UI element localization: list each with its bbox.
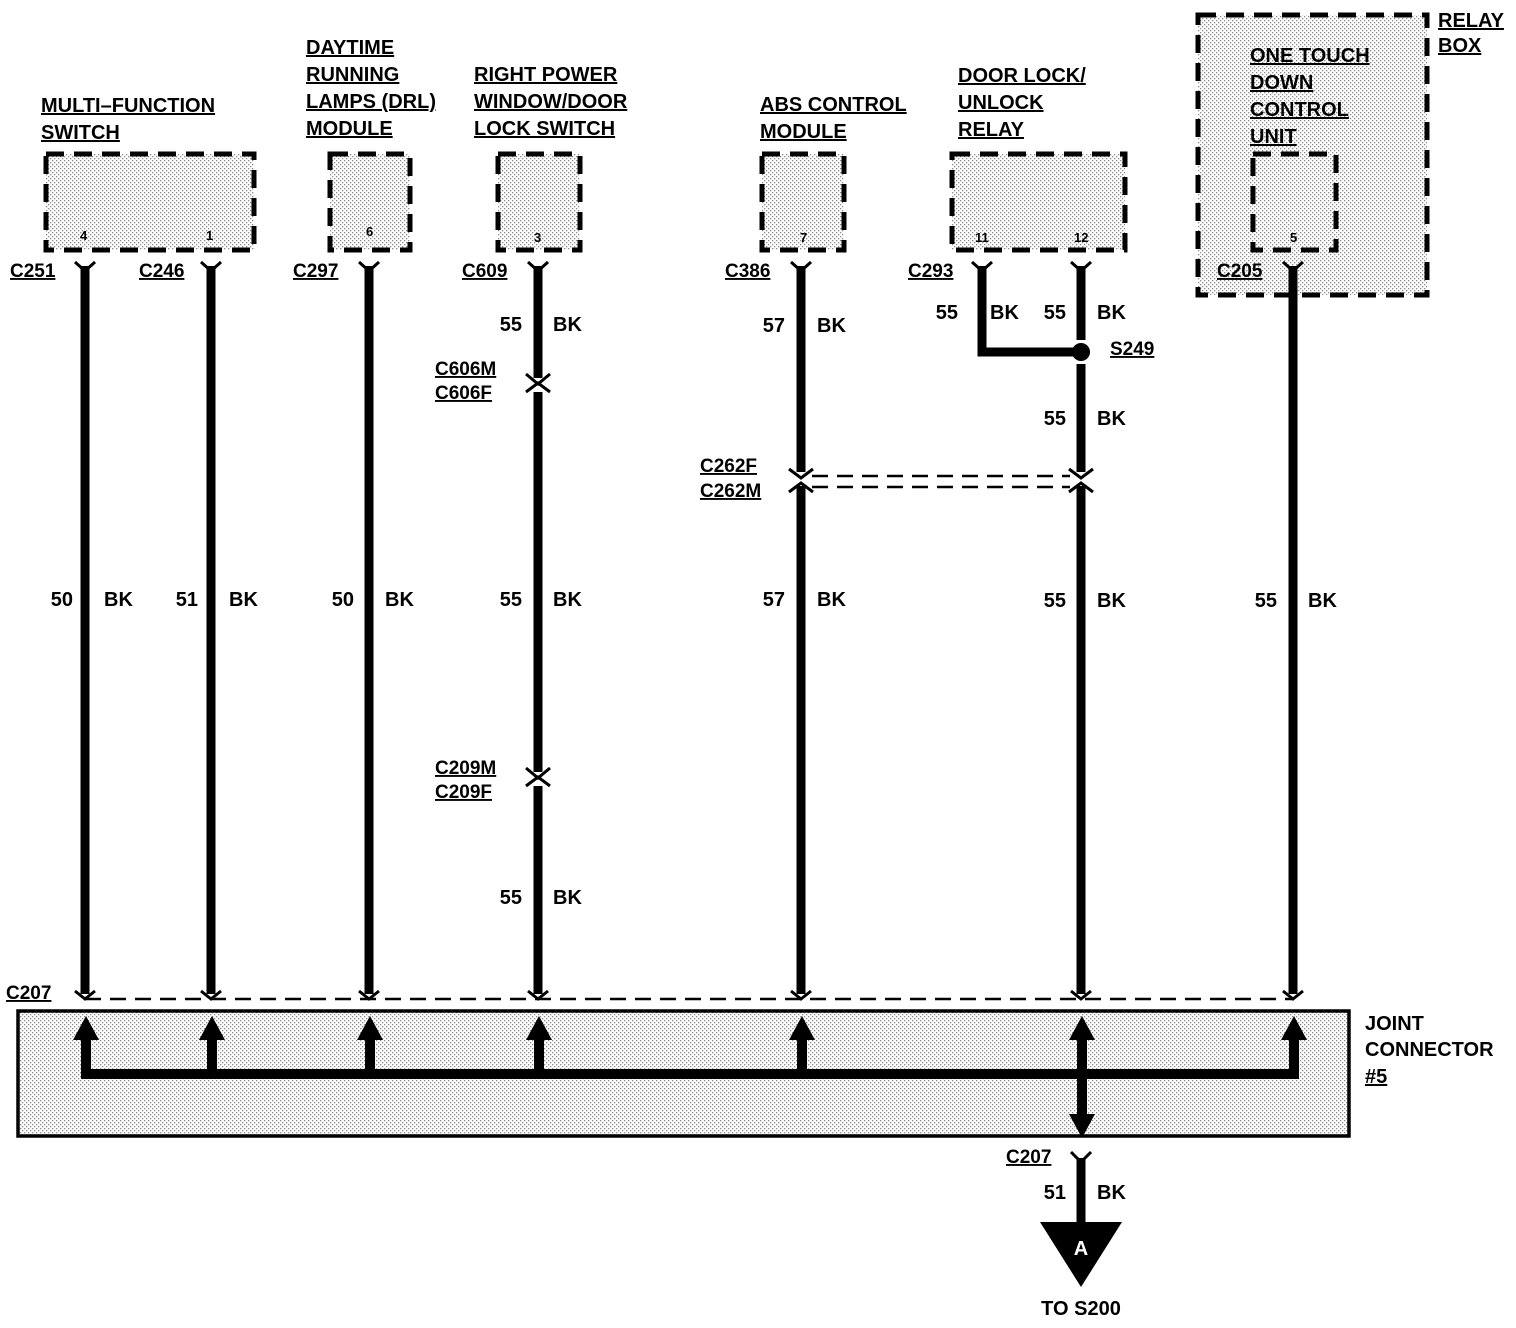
joint-connector-line2: CONNECTOR xyxy=(1365,1039,1494,1061)
top-connector-terminals xyxy=(73,260,1305,274)
circuit-number: 51 xyxy=(1044,1182,1066,1204)
drl-pin: 6 xyxy=(366,224,373,239)
connector-c609: C609 xyxy=(462,261,507,282)
dlr-name-line3: RELAY xyxy=(958,119,1025,141)
wire-color: BK xyxy=(553,887,582,909)
mfs-name-line1: MULTI–FUNCTION xyxy=(41,95,215,117)
wire-color: BK xyxy=(229,589,258,611)
dlr-name-line1: DOOR LOCK/ xyxy=(958,65,1086,87)
circuit-number: 55 xyxy=(500,589,522,611)
c209m-label: C209M xyxy=(435,758,496,779)
splice-label: S249 xyxy=(1110,339,1154,360)
circuit-number: 55 xyxy=(500,314,522,336)
c209f-label: C209F xyxy=(435,782,492,803)
top-connector-labels: C251 C246 C297 C609 C386 C293 C205 xyxy=(10,261,1263,282)
svg-text:MULTI–FUNCTION: MULTI–FUNCTION xyxy=(41,95,215,117)
c606m-label: C606M xyxy=(435,359,496,380)
connector-c205: C205 xyxy=(1217,261,1263,282)
drl-name-line2: RUNNING xyxy=(306,64,399,86)
one-touch-down-control-unit xyxy=(1250,151,1339,253)
wire-color: BK xyxy=(1308,590,1337,612)
connector-c246: C246 xyxy=(139,261,184,282)
connector-c207-bottom: C207 xyxy=(1006,1147,1051,1168)
circuit-number: 55 xyxy=(1044,408,1066,430)
wire-color: BK xyxy=(817,589,846,611)
circuit-number: 51 xyxy=(176,589,198,611)
joint-connector-5: C207 JOINT xyxy=(6,983,1494,1138)
right-power-window-switch: RIGHT POWER WINDOW/DOOR LOCK SWITCH 3 xyxy=(474,64,628,253)
mfs-pin-4: 4 xyxy=(80,228,88,243)
otd-name-line2: DOWN xyxy=(1250,72,1313,94)
otd-name-line3: CONTROL xyxy=(1250,99,1349,121)
c262m-label: C262M xyxy=(700,481,761,502)
wire-dlr-pin11 xyxy=(977,266,1081,357)
wire-color: BK xyxy=(385,589,414,611)
abs-control-module: ABS CONTROL MODULE 7 xyxy=(759,94,907,253)
svg-text:SWITCH: SWITCH xyxy=(41,122,120,144)
relay-box-line2: BOX xyxy=(1438,35,1482,57)
connector-c386: C386 xyxy=(725,261,770,282)
joint-connector-line1: JOINT xyxy=(1365,1013,1424,1035)
drl-name-line4: MODULE xyxy=(306,118,393,140)
wire-color: BK xyxy=(1097,408,1126,430)
otd-name-line1: ONE TOUCH xyxy=(1250,45,1370,67)
ground-reference-label: TO S200 xyxy=(1041,1298,1121,1320)
joint-connector-line3: #5 xyxy=(1365,1066,1387,1088)
wire-color: BK xyxy=(553,589,582,611)
circuit-number: 50 xyxy=(332,589,354,611)
circuit-number: 50 xyxy=(51,589,73,611)
connector-c207-top: C207 xyxy=(6,983,51,1004)
abs-pin: 7 xyxy=(800,230,807,245)
wire-color: BK xyxy=(553,314,582,336)
otd-pin: 5 xyxy=(1290,230,1297,245)
ground-reference-triangle xyxy=(1040,1222,1122,1287)
output-to-s200: C207 A TO S200 xyxy=(1006,1147,1122,1320)
circuit-number: 55 xyxy=(1044,302,1066,324)
c262f-label: C262F xyxy=(700,456,757,477)
dlr-name-line2: UNLOCK xyxy=(958,92,1044,114)
wire-color: BK xyxy=(104,589,133,611)
circuit-number: 57 xyxy=(763,589,785,611)
circuit-number: 55 xyxy=(1255,590,1277,612)
ground-reference-letter: A xyxy=(1074,1238,1088,1260)
drl-name-line1: DAYTIME xyxy=(306,37,394,59)
relay-box-line1: RELAY xyxy=(1438,10,1505,32)
c606f-label: C606F xyxy=(435,383,492,404)
circuit-number: 55 xyxy=(936,302,958,324)
dlr-pin-12: 12 xyxy=(1074,230,1088,245)
door-lock-unlock-relay: DOOR LOCK/ UNLOCK RELAY 11 12 xyxy=(949,65,1128,253)
rpw-name-line1: RIGHT POWER xyxy=(474,64,618,86)
splice-s249: S249 xyxy=(1072,339,1154,361)
abs-name-line2: MODULE xyxy=(760,121,847,143)
connector-c251: C251 xyxy=(10,261,56,282)
rpw-name-line3: LOCK SWITCH xyxy=(474,118,615,140)
wire-color: BK xyxy=(817,315,846,337)
connector-c293: C293 xyxy=(908,261,953,282)
dlr-pin-11: 11 xyxy=(975,230,989,245)
drl-name-line3: LAMPS (DRL) xyxy=(306,91,436,113)
connector-c297: C297 xyxy=(293,261,338,282)
inline-connector-c262: C262F C262M xyxy=(700,456,1094,502)
wire-color: BK xyxy=(1097,302,1126,324)
wire-color: BK xyxy=(1097,590,1126,612)
inline-connector-c209: C209M C209F xyxy=(435,758,551,803)
otd-name-line4: UNIT xyxy=(1250,126,1297,148)
circuit-labels: 50 BK 51 BK 50 BK 55 BK 55 BK 55 BK 57 B… xyxy=(51,302,1338,1204)
rpw-pin: 3 xyxy=(534,230,541,245)
circuit-number: 55 xyxy=(500,887,522,909)
mfs-name-line2: SWITCH xyxy=(41,122,120,144)
multi-function-switch: MULTI–FUNCTION SWITCH 4 1 xyxy=(41,95,257,253)
wire-color: BK xyxy=(990,302,1019,324)
wire-color: BK xyxy=(1097,1182,1126,1204)
inline-connector-c606: C606M C606F xyxy=(435,359,551,404)
rpw-name-line2: WINDOW/DOOR xyxy=(474,91,628,113)
abs-name-line1: ABS CONTROL xyxy=(760,94,907,116)
mfs-pin-1: 1 xyxy=(206,228,213,243)
drl-module: DAYTIME RUNNING LAMPS (DRL) MODULE 6 xyxy=(306,37,436,253)
relay-box: RELAY BOX ONE TOUCH DOWN CONTROL UNIT 5 xyxy=(1195,10,1505,298)
circuit-number: 57 xyxy=(763,315,785,337)
circuit-number: 55 xyxy=(1044,590,1066,612)
